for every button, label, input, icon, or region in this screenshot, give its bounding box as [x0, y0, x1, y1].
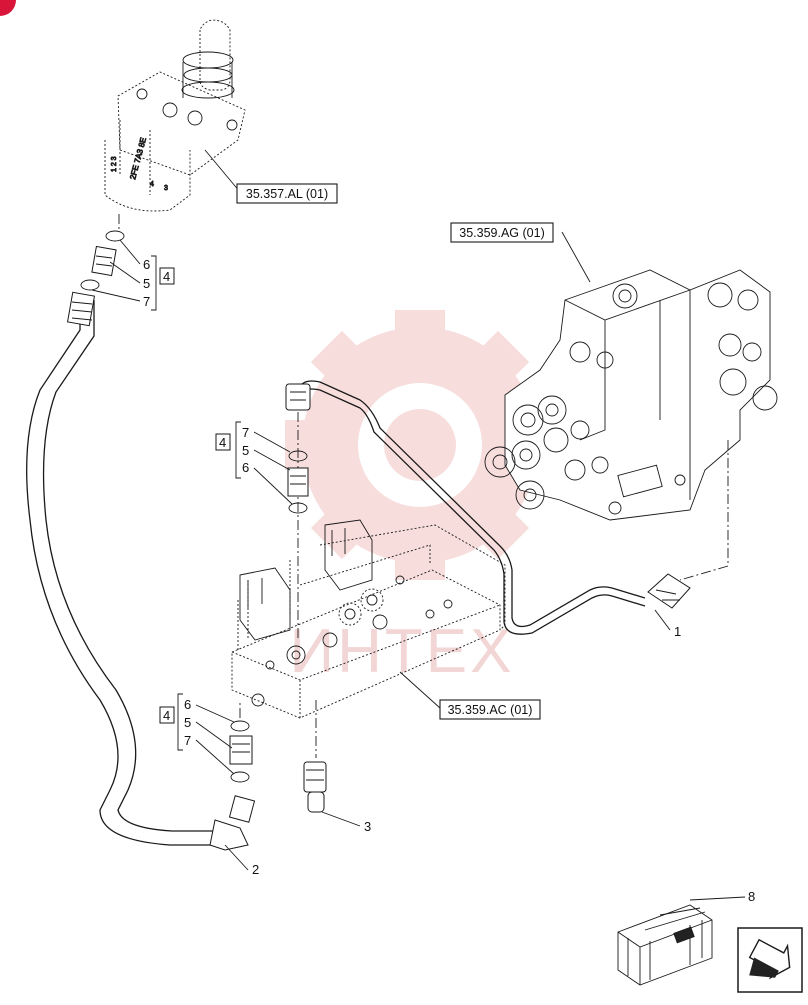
svg-text:4: 4 [163, 708, 170, 723]
hose-2 [26, 291, 256, 851]
svg-text:6: 6 [143, 257, 150, 272]
svg-text:2FE 7A3 8E: 2FE 7A3 8E [128, 137, 148, 181]
svg-text:5: 5 [242, 443, 249, 458]
callout-2: 2 [252, 862, 259, 877]
callout-group-2: 7 5 6 4 [215, 421, 249, 479]
watermark: ИНТЕХ [285, 310, 555, 686]
callout-8: 8 [748, 889, 755, 904]
kit-box-icon [617, 904, 713, 986]
svg-text:7: 7 [184, 733, 191, 748]
svg-text:6: 6 [184, 697, 191, 712]
svg-text:4: 4 [163, 269, 170, 284]
reference-35357al[interactable]: 35.357.AL (01) [236, 183, 338, 204]
watermark-text: ИНТЕХ [290, 617, 515, 686]
leaders [91, 149, 746, 901]
reference-35359ac[interactable]: 35.359.AC (01) [439, 699, 541, 720]
next-page-arrow-icon[interactable] [737, 927, 803, 993]
svg-text:35.357.AL (01): 35.357.AL (01) [246, 187, 328, 201]
svg-text:5: 5 [184, 715, 191, 730]
svg-text:7: 7 [143, 294, 150, 309]
joystick-assembly: 1 2 3 2FE 7A3 8E 4 3 [104, 19, 246, 232]
manifold-block [231, 519, 506, 719]
svg-text:5: 5 [143, 276, 150, 291]
callout-1: 1 [674, 624, 681, 639]
svg-text:6: 6 [242, 460, 249, 475]
svg-text:1 2 3: 1 2 3 [111, 156, 118, 172]
svg-text:7: 7 [242, 425, 249, 440]
callout-3: 3 [364, 819, 371, 834]
svg-text:35.359.AC (01): 35.359.AC (01) [448, 703, 533, 717]
corner-marker-icon [0, 0, 16, 16]
svg-text:4: 4 [219, 435, 226, 450]
svg-text:3: 3 [164, 185, 168, 192]
svg-text:4: 4 [150, 181, 154, 188]
valve-fittings [484, 395, 609, 510]
control-valve [484, 269, 778, 581]
fittings [80, 230, 327, 813]
callout-group-1: 6 5 7 4 [143, 255, 175, 311]
svg-text:35.359.AG (01): 35.359.AG (01) [459, 226, 544, 240]
reference-35359ag[interactable]: 35.359.AG (01) [450, 222, 554, 243]
callout-group-3: 6 5 7 4 [159, 693, 191, 751]
tube-1 [285, 380, 691, 635]
